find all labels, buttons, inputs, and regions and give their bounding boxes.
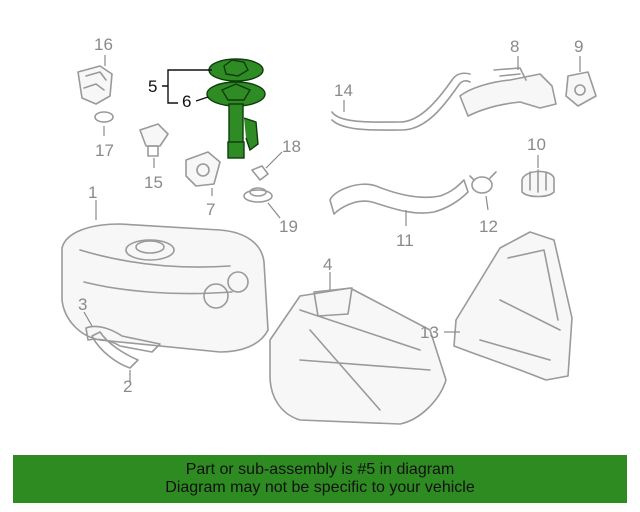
callout-16: 16 xyxy=(94,35,113,54)
part-13-heat-shield xyxy=(453,231,573,381)
part-14-breather-hose xyxy=(331,72,471,123)
callout-11: 11 xyxy=(396,231,414,250)
part-2-strap xyxy=(91,331,139,369)
callout-6: 6 xyxy=(182,92,191,111)
leader-6 xyxy=(195,96,209,102)
part-10-fuel-cap xyxy=(521,169,555,198)
callout-3: 3 xyxy=(78,295,87,314)
callout-13: 13 xyxy=(420,323,439,342)
callout-5: 5 xyxy=(148,77,157,96)
part-11-fill-hose xyxy=(329,179,469,215)
leader-18 xyxy=(265,151,283,169)
part-19-grommet-inner xyxy=(249,187,267,197)
callout-9: 9 xyxy=(574,37,583,56)
part-16-sensor xyxy=(77,65,113,105)
callout-17: 17 xyxy=(95,141,114,160)
callout-2: 2 xyxy=(123,377,132,396)
part-14-breather-hose-edge xyxy=(331,80,471,131)
callout-4: 4 xyxy=(323,255,332,274)
callout-14: 14 xyxy=(334,81,353,100)
part-3-strap xyxy=(85,325,161,353)
callout-8: 8 xyxy=(510,37,519,56)
parts-diagram: 16 17 15 5 6 7 18 19 14 xyxy=(61,35,597,425)
callout-1: 1 xyxy=(88,183,97,202)
part-4-skid-plate xyxy=(269,287,447,425)
info-banner: Part or sub-assembly is #5 in diagram Di… xyxy=(13,455,627,503)
leader-5 xyxy=(162,69,212,104)
callout-10: 10 xyxy=(527,135,546,154)
part-5-fuel-pump-assembly xyxy=(206,58,266,159)
callout-18: 18 xyxy=(282,137,301,156)
part-1-fuel-tank xyxy=(61,223,269,353)
part-9-flange xyxy=(565,71,597,107)
callout-7: 7 xyxy=(206,200,215,219)
part-8-filler-neck xyxy=(459,67,557,117)
callout-12: 12 xyxy=(479,217,498,236)
leader-12 xyxy=(485,195,489,211)
callout-15: 15 xyxy=(144,173,163,192)
banner-line-1: Part or sub-assembly is #5 in diagram xyxy=(185,461,455,478)
leader-3 xyxy=(83,311,93,327)
part-18-clip xyxy=(251,165,269,181)
part-19-grommet xyxy=(243,189,273,203)
part-7-regulator xyxy=(185,151,221,187)
part-15-valve xyxy=(139,123,169,157)
leader-19 xyxy=(267,202,281,219)
part-17-gasket xyxy=(94,111,114,123)
banner-line-2: Diagram may not be specific to your vehi… xyxy=(165,479,475,496)
part-12-clamp xyxy=(469,171,497,194)
callout-19: 19 xyxy=(279,217,298,236)
